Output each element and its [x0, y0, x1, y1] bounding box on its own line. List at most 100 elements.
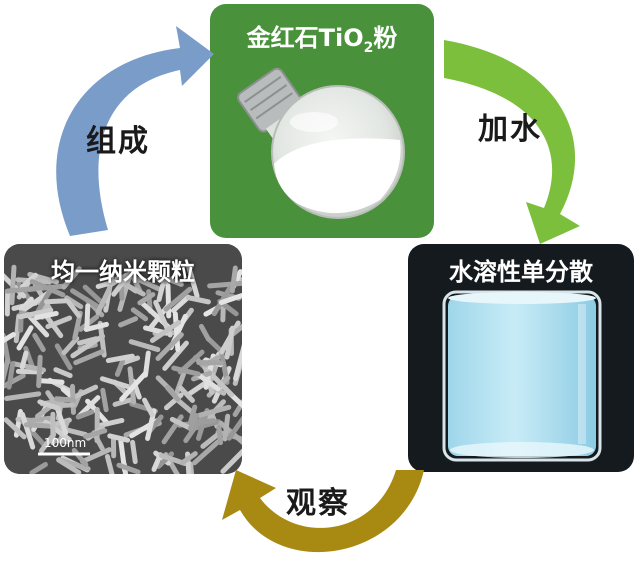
nanorod	[23, 422, 51, 429]
sem-nanoparticles-panel: 均一纳米颗粒 100nm	[4, 244, 242, 474]
nanorod	[16, 325, 34, 351]
nanorod	[170, 294, 191, 314]
sem-micrograph-image: 100nm	[4, 244, 242, 474]
add-water-label: 加水	[478, 112, 542, 147]
nanorod	[192, 439, 221, 466]
nanorod	[4, 391, 42, 402]
nanorod	[171, 365, 201, 377]
nanorod	[38, 378, 65, 385]
nanorod	[73, 349, 105, 366]
nanorod	[142, 397, 155, 418]
nanorod	[163, 286, 193, 312]
nanorod	[54, 396, 77, 403]
nanorod	[186, 379, 209, 397]
nanorod	[6, 361, 16, 390]
nanorod	[19, 350, 29, 370]
nanorod	[194, 371, 221, 392]
nanorod	[187, 412, 200, 432]
tio2-powder-panel: 金红石TiO2粉	[210, 4, 434, 238]
nanorod	[198, 323, 211, 342]
nanorod	[27, 313, 50, 338]
nanorod	[9, 264, 17, 306]
nanorod	[75, 409, 95, 420]
nanorod	[29, 461, 48, 474]
nanorod	[99, 376, 133, 390]
nanorod	[112, 397, 135, 407]
nanorod	[175, 397, 194, 414]
nanorod	[207, 280, 242, 289]
nanorod	[232, 398, 242, 418]
nanorod	[13, 313, 22, 344]
nanorod	[130, 439, 138, 465]
beaker-image	[442, 290, 602, 462]
nanorod	[118, 316, 139, 328]
nanorod	[197, 404, 232, 418]
nanorod	[178, 385, 195, 403]
nanorod	[114, 358, 126, 377]
nanorod	[220, 448, 242, 474]
nanorod	[36, 354, 43, 389]
nanorod	[174, 366, 188, 396]
nanorod	[53, 367, 73, 379]
sem-panel-title: 均一纳米颗粒	[51, 258, 195, 286]
nanorod	[108, 272, 129, 287]
nanorod	[229, 323, 242, 338]
nanorod	[229, 265, 238, 294]
nanorod	[179, 451, 198, 466]
nanorod	[73, 384, 99, 399]
nanorod	[183, 412, 207, 444]
nanorod	[95, 285, 113, 316]
nanorod	[61, 266, 82, 290]
nanorod	[130, 307, 149, 322]
nanorod	[29, 279, 66, 298]
nanorod	[44, 314, 64, 339]
assemble-label: 组成	[86, 124, 150, 159]
nanorod-pattern	[4, 263, 242, 474]
nanorod	[233, 344, 242, 382]
observe-label: 观察	[286, 486, 350, 521]
nanorod	[206, 369, 235, 398]
nanorod	[43, 298, 69, 305]
nanorod	[172, 311, 181, 352]
nanorod	[116, 462, 141, 474]
nanorod	[151, 273, 169, 286]
nanorod	[4, 332, 16, 344]
nanorod	[98, 417, 125, 428]
nanorod	[149, 320, 182, 343]
nanorod	[196, 360, 224, 366]
nanorod	[164, 385, 181, 402]
scale-bar-label: 100nm	[44, 436, 86, 450]
nanorod	[19, 411, 36, 450]
nanorod	[107, 433, 131, 443]
nanorod	[61, 336, 80, 356]
nanorod	[4, 417, 27, 440]
nanorod	[64, 295, 84, 310]
nanorod	[105, 353, 135, 364]
nanorod	[119, 280, 146, 297]
nanorod	[54, 343, 73, 371]
nanorod	[34, 310, 59, 320]
nanorod	[17, 307, 54, 320]
nanorod	[104, 454, 115, 474]
nanorod	[216, 424, 224, 446]
nanorod	[165, 283, 172, 319]
nanorod	[224, 325, 235, 360]
nanorod	[218, 292, 242, 306]
nanorod	[119, 371, 148, 402]
nanorod	[83, 428, 108, 439]
nanorod	[100, 387, 109, 413]
nanorod	[70, 333, 106, 359]
nanorod	[4, 285, 43, 294]
tio2-panel-title: 金红石TiO2粉	[246, 24, 398, 56]
water-dispersion-panel: 水溶性单分散	[408, 244, 634, 472]
nanorod	[160, 274, 184, 287]
nanorod	[132, 275, 162, 292]
nanorod	[186, 263, 200, 299]
nanorod	[169, 416, 192, 431]
nanorod	[155, 332, 184, 362]
nanorod	[65, 299, 82, 318]
water-panel-title: 水溶性单分散	[449, 258, 593, 286]
nanorod	[37, 399, 61, 411]
nanorod	[32, 332, 46, 353]
nanorod	[80, 447, 112, 464]
